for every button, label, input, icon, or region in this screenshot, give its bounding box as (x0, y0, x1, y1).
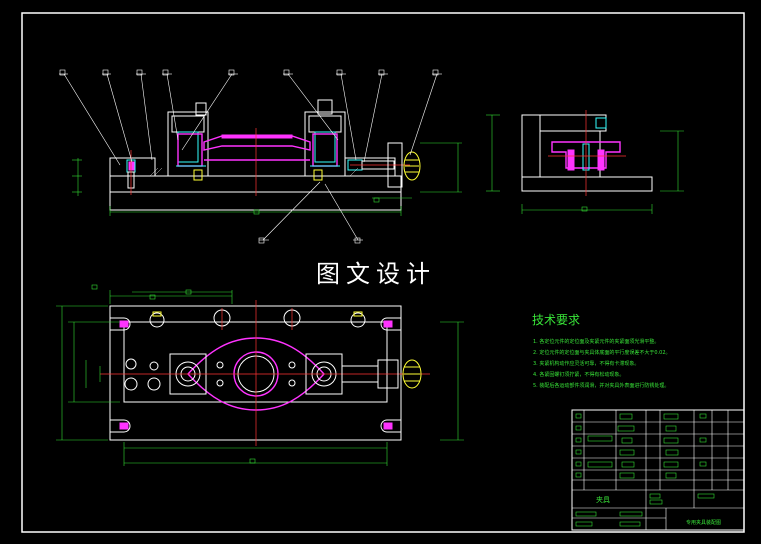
requirement-line: 2. 定位元件的定位面与夹具体底面的平行度误差不大于0.02。 (533, 349, 671, 356)
side-view (486, 110, 684, 214)
title-block-drawing-label: 专用夹具装配图 (686, 519, 721, 526)
sheet-border (21, 12, 745, 533)
requirements-heading: 技术要求 (532, 313, 580, 327)
requirement-line: 3. 夹紧机构动作应灵活可靠，不得有卡滞现象。 (533, 360, 639, 367)
title-block-name: 夹具 (596, 495, 610, 504)
requirement-line: 4. 各紧固螺钉须拧紧，不得有松动现象。 (533, 371, 624, 378)
drawing-title: 图文设计 (316, 260, 436, 288)
plan-view (56, 284, 464, 466)
title-block: 夹具 专用夹具装配图 (571, 409, 745, 531)
front-view (59, 69, 462, 244)
requirement-line: 1. 各定位元件的定位面及夹紧元件的夹紧面须光滑平整。 (533, 338, 659, 345)
requirement-line: 5. 装配后各运动部件须润滑，并对夹具外表面进行防锈处理。 (533, 382, 669, 389)
technical-requirements: 技术要求 1. 各定位元件的定位面及夹紧元件的夹紧面须光滑平整。 2. 定位元件… (532, 313, 671, 389)
